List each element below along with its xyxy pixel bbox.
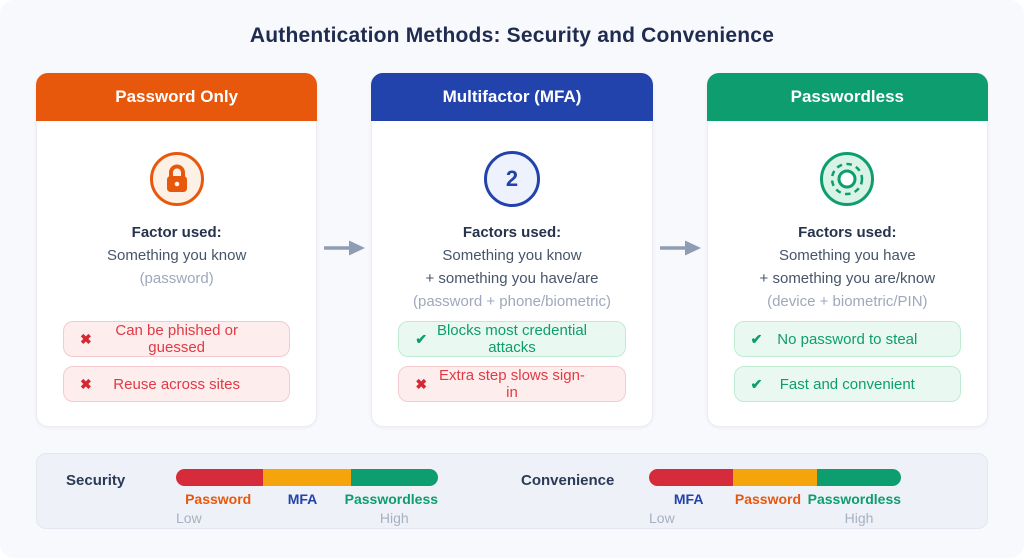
factor-muted: (device + biometric/PIN) xyxy=(767,293,928,310)
lock-icon xyxy=(149,151,205,207)
factor-line: Something you know xyxy=(107,247,247,264)
factor-label: Factors used: xyxy=(798,224,897,241)
pro-pill-text: Fast and convenient xyxy=(779,375,915,393)
pro-pill: ✔ Blocks most credential attacks xyxy=(398,321,626,357)
con-pill: ✖ Reuse across sites xyxy=(63,366,291,402)
card-password-only-header: Password Only xyxy=(36,73,318,121)
check-icon: ✔ xyxy=(415,331,428,347)
range-low: Low xyxy=(176,510,202,526)
arrow-right-icon xyxy=(658,239,702,262)
range-low: Low xyxy=(649,510,675,526)
pro-pill-text: Blocks most credential attacks xyxy=(436,322,588,356)
cross-icon: ✖ xyxy=(80,331,92,347)
con-pill-text: Reuse across sites xyxy=(113,375,241,393)
convenience-meter-bar xyxy=(649,469,901,486)
pro-pill-text: No password to steal xyxy=(777,330,918,348)
meters-panel: Security Password MFA Passwordless Low H… xyxy=(36,453,988,529)
factor-muted: (password) xyxy=(139,270,214,287)
card-mfa: Multifactor (MFA) 2 Factors used: Someth… xyxy=(371,73,653,427)
factor-line: Something you have xyxy=(778,247,916,264)
cross-icon: ✖ xyxy=(415,376,428,392)
con-pill: ✖ Can be phished or guessed xyxy=(63,321,291,357)
pro-pill: ✔ No password to steal xyxy=(733,321,961,357)
security-segment-mfa xyxy=(263,469,351,486)
security-meter: Password MFA Passwordless Low High xyxy=(176,469,438,526)
segment-label: Passwordless xyxy=(807,491,902,507)
card-passwordless: Passwordless Factors used: Something you… xyxy=(706,73,988,427)
convenience-segment-mfa xyxy=(649,469,733,486)
convenience-meter-label: Convenience xyxy=(521,472,615,489)
factor-line: Something you know xyxy=(442,247,582,264)
convenience-meter: MFA Password Passwordless Low High xyxy=(649,469,901,526)
segment-label: Password xyxy=(734,491,802,507)
con-pill-text: Can be phished or guessed xyxy=(115,322,238,356)
segment-label: MFA xyxy=(673,491,704,507)
segment-label: Password xyxy=(185,491,252,507)
factor-muted: (password + phone/biometric) xyxy=(412,293,611,310)
range-high: High xyxy=(844,510,874,526)
security-segment-password xyxy=(176,469,264,486)
con-pill: ✖ Extra step slows sign-in xyxy=(398,366,626,402)
card-passwordless-header: Passwordless xyxy=(706,73,988,121)
factor-line: + something you have/are xyxy=(425,270,599,287)
security-meter-label: Security xyxy=(66,472,126,489)
card-mfa-header: Multifactor (MFA) xyxy=(371,73,653,121)
biometric-icon xyxy=(819,151,875,207)
factor-label: Factors used: xyxy=(462,224,562,241)
check-icon: ✔ xyxy=(750,331,763,347)
factor-count: 2 xyxy=(505,166,519,191)
factor-line: + something you are/know xyxy=(759,270,936,287)
convenience-segment-password xyxy=(733,469,817,486)
factor-count-badge: 2 xyxy=(483,151,540,207)
con-pill-text: Extra step slows sign-in xyxy=(439,367,585,401)
cross-icon: ✖ xyxy=(80,376,92,392)
arrow-right-icon xyxy=(322,239,366,262)
range-high: High xyxy=(379,510,409,526)
cards-row: Password Only Factor used: Something you… xyxy=(36,73,988,427)
card-password-only: Password Only Factor used: Something you… xyxy=(36,73,318,427)
segment-label: MFA xyxy=(287,491,318,507)
pro-pill: ✔ Fast and convenient xyxy=(733,366,961,402)
security-segment-passwordless xyxy=(350,469,438,486)
check-icon: ✔ xyxy=(750,376,763,392)
convenience-segment-passwordless xyxy=(817,469,901,486)
security-meter-bar xyxy=(176,469,438,486)
segment-label: Passwordless xyxy=(344,491,439,507)
page-title: Authentication Methods: Security and Con… xyxy=(249,24,775,47)
factor-label: Factor used: xyxy=(131,224,222,241)
